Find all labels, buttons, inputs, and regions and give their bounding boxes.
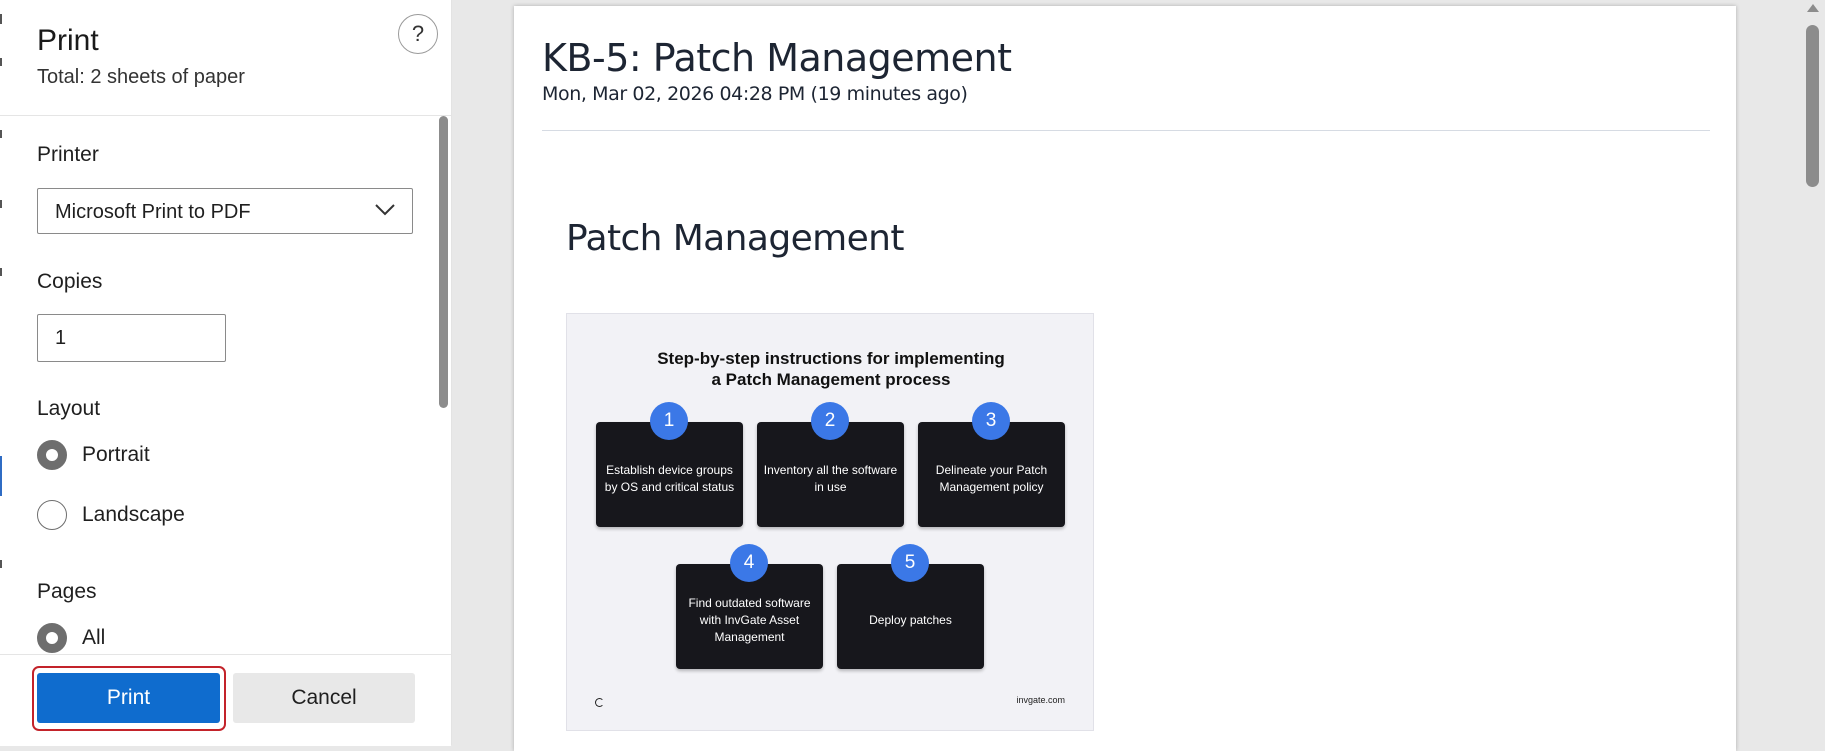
chevron-down-icon [375, 204, 395, 216]
article-heading: Patch Management [566, 218, 904, 259]
step-text-1: Establish device groups by OS and critic… [604, 462, 735, 494]
step-text-5: Deploy patches [869, 613, 952, 627]
portrait-radio[interactable] [37, 440, 67, 470]
step-text-3: Delineate your Patch Management policy [935, 462, 1048, 494]
copies-label: Copies [37, 270, 103, 293]
printer-label: Printer [37, 143, 99, 166]
step-text-4: Find outdated software with InvGate Asse… [688, 596, 811, 644]
scroll-up-arrow-icon[interactable] [1807, 4, 1819, 12]
settings-scrollbar[interactable] [439, 116, 448, 408]
window-edge-artifacts [0, 14, 2, 568]
help-button[interactable]: ? [398, 14, 438, 54]
cancel-button[interactable]: Cancel [233, 673, 415, 723]
pages-all-label[interactable]: All [82, 626, 106, 649]
step-badge-1: 1 [650, 402, 688, 440]
patch-management-infographic: Step-by-step instructions for implementi… [566, 313, 1094, 731]
step-badge-4: 4 [730, 544, 768, 582]
copies-input[interactable] [37, 314, 226, 362]
step-badge-5: 5 [891, 544, 929, 582]
sheet-count: Total: 2 sheets of paper [37, 66, 245, 88]
step-badge-2: 2 [811, 402, 849, 440]
infographic-title: Step-by-step instructions for implementi… [567, 348, 1095, 390]
layout-label: Layout [37, 397, 101, 420]
step-text-2: Inventory all the software in use [763, 462, 898, 494]
pages-label: Pages [37, 580, 97, 603]
print-settings-panel: Print Total: 2 sheets of paper ? Printer… [0, 0, 452, 746]
document-title: KB-5: Patch Management [542, 36, 1012, 80]
panel-header: Print Total: 2 sheets of paper ? [0, 0, 451, 116]
infographic-title-line-1: Step-by-step instructions for implementi… [657, 349, 1005, 368]
infographic-title-line-2: a Patch Management process [711, 370, 951, 389]
landscape-radio[interactable] [37, 500, 67, 530]
document-date: Mon, Mar 02, 2026 04:28 PM (19 minutes a… [542, 83, 968, 105]
print-button[interactable]: Print [37, 673, 220, 723]
printer-value: Microsoft Print to PDF [55, 201, 251, 223]
portrait-label[interactable]: Portrait [82, 443, 150, 466]
step-card-3: Delineate your Patch Management policy [918, 422, 1065, 527]
settings-scroll-area: Printer Microsoft Print to PDF Copies La… [0, 116, 451, 654]
infographic-footer-url: invgate.com [1016, 695, 1065, 705]
divider [542, 130, 1710, 131]
print-preview-page: KB-5: Patch Management Mon, Mar 02, 2026… [514, 6, 1736, 751]
step-badge-3: 3 [972, 402, 1010, 440]
printer-select[interactable]: Microsoft Print to PDF [37, 188, 413, 234]
invgate-logo-icon [595, 698, 604, 707]
pages-all-radio[interactable] [37, 623, 67, 653]
dialog-title: Print [37, 24, 99, 57]
landscape-label[interactable]: Landscape [82, 503, 185, 526]
print-button-focus-ring [32, 666, 226, 731]
preview-scrollbar[interactable] [1806, 25, 1819, 187]
